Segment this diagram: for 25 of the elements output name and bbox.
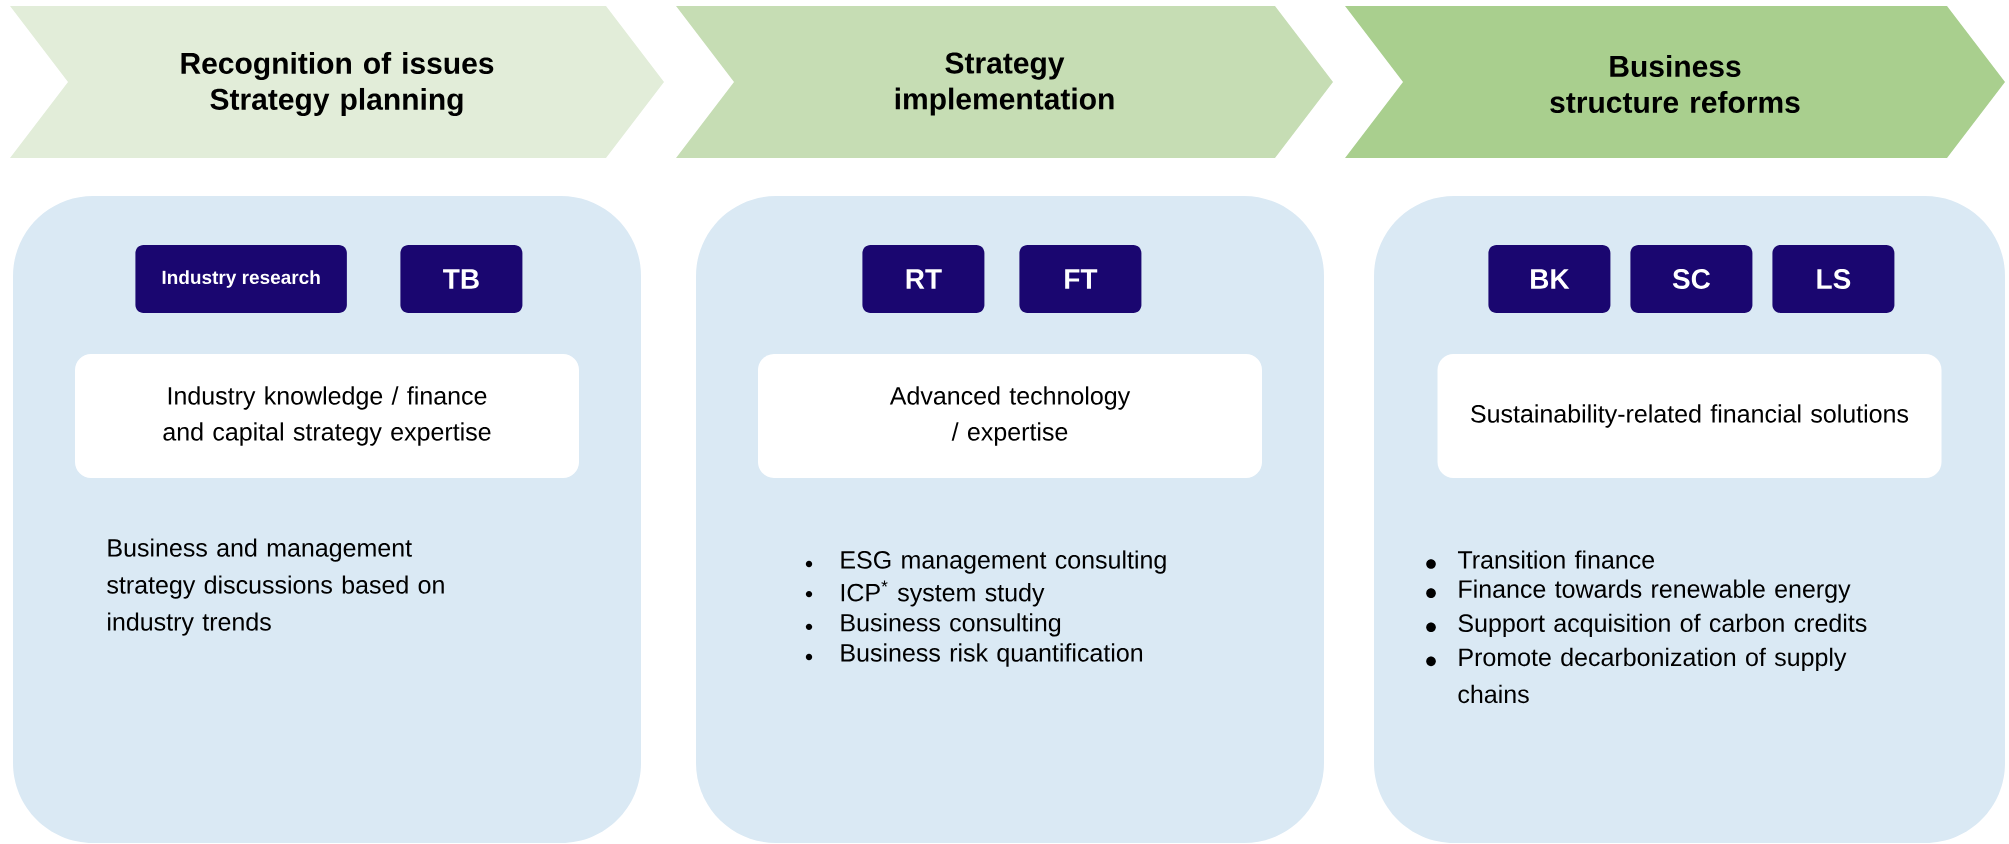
company-badge: RT xyxy=(862,245,985,313)
company-badge: SC xyxy=(1630,245,1753,313)
capability-card: Sustainability-related financial solutions xyxy=(1437,354,1942,478)
bullet-item: Business risk quantification xyxy=(841,643,1142,667)
company-badge: BK xyxy=(1488,245,1611,313)
step-title: Business structure reforms xyxy=(1550,55,1800,113)
bullet-item: Support acquisition of carbon credits xyxy=(1458,613,1867,637)
bullet-item: ICP$^{*}$ system study xyxy=(841,580,1045,607)
bullet-item: Finance towards renewable energy xyxy=(1459,579,1851,603)
company-badge: Industry research xyxy=(135,245,347,313)
bullet-item: Business consulting xyxy=(841,613,1061,637)
bullet-item: ESG management consulting xyxy=(841,550,1166,574)
company-badge: FT xyxy=(1019,245,1142,313)
company-badge: TB xyxy=(400,245,523,313)
body-text: Business and management strategy discussions based on industry trends xyxy=(107,538,444,636)
step-title: Recognition of issues Strategy planning xyxy=(181,51,494,117)
bullet-item: Transition finance xyxy=(1458,550,1655,569)
chevron-banner xyxy=(10,6,664,158)
capability-card: Industry knowledge / finance and capital strategy expertise xyxy=(75,354,579,478)
capability-card: Advanced technology / expertise xyxy=(758,354,1262,478)
bullet-item: Promote decarbonization of supply chains xyxy=(1458,647,1847,704)
company-badge: LS xyxy=(1772,245,1895,313)
chevron-banner xyxy=(1345,6,2005,158)
chevron-banner xyxy=(676,6,1333,158)
step-title: Strategy implementation xyxy=(895,52,1114,116)
